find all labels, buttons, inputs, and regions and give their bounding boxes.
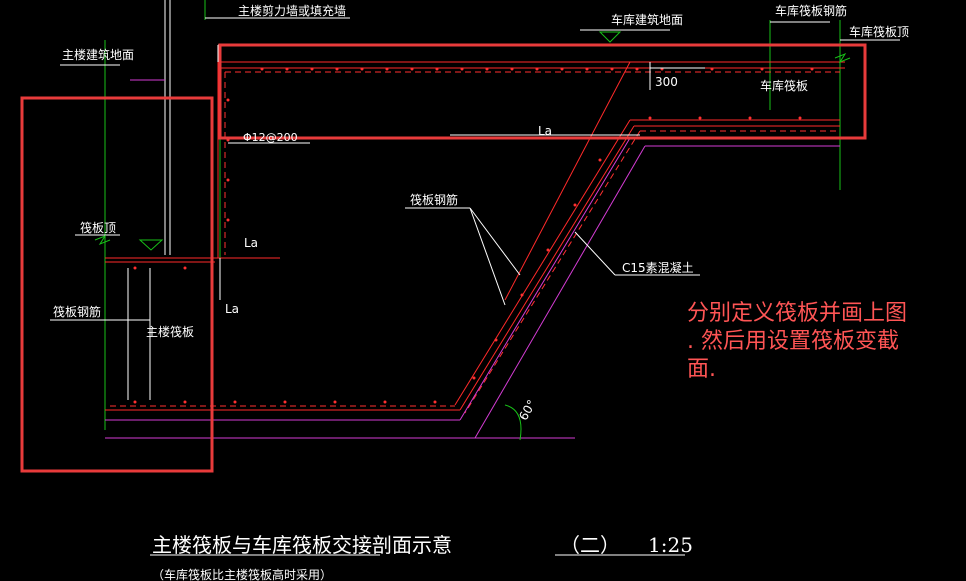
garage-raft-highlight [218,43,867,140]
annotation-line-2: . 然后用设置筏板变截 [687,329,899,354]
label-garage-floor: 车库建筑地面 [611,12,683,27]
wall-lines [164,0,171,255]
label-la-3: La [225,302,239,316]
label-main-raft: 主楼筏板 [146,324,194,339]
label-raft-rebar-left: 筏板钢筋 [53,304,101,319]
cushion-layer [105,79,840,439]
label-c15: C15素混凝土 [622,260,694,275]
dimension-300: 300 [655,75,678,89]
drawing-number: （二） [560,533,620,557]
main-raft-highlight [20,96,214,473]
label-main-shear-wall: 主楼剪力墙或填充墙 [238,3,346,18]
label-raft-rebar-mid: 筏板钢筋 [410,192,458,207]
label-la-2: La [244,236,258,250]
label-garage-raft-top: 车库筏板顶 [849,24,909,39]
drawing-scale: 1:25 [648,533,693,557]
annotation-line-1: 分别定义筏板并画上图 [687,301,907,326]
label-garage-raft-rebar: 车库筏板钢筋 [775,3,847,18]
label-raft-top: 筏板顶 [80,221,116,235]
annotation-line-3: 面. [687,357,716,382]
label-rebar-spec: Φ12@200 [243,131,298,144]
label-main-floor: 主楼建筑地面 [62,47,134,62]
ground-symbols [94,31,851,251]
label-la-1: La [538,124,552,138]
garage-raft [217,61,845,411]
rebar-dots [133,67,814,404]
rebar-lines [110,71,840,414]
drawing-subtitle: （车库筏板比主楼筏板高时采用） [152,567,332,581]
main-raft [105,257,460,411]
drawing-title: 主楼筏板与车库筏板交接剖面示意 [152,533,452,557]
label-garage-raft: 车库筏板 [760,78,808,93]
angle-arc [504,404,522,441]
